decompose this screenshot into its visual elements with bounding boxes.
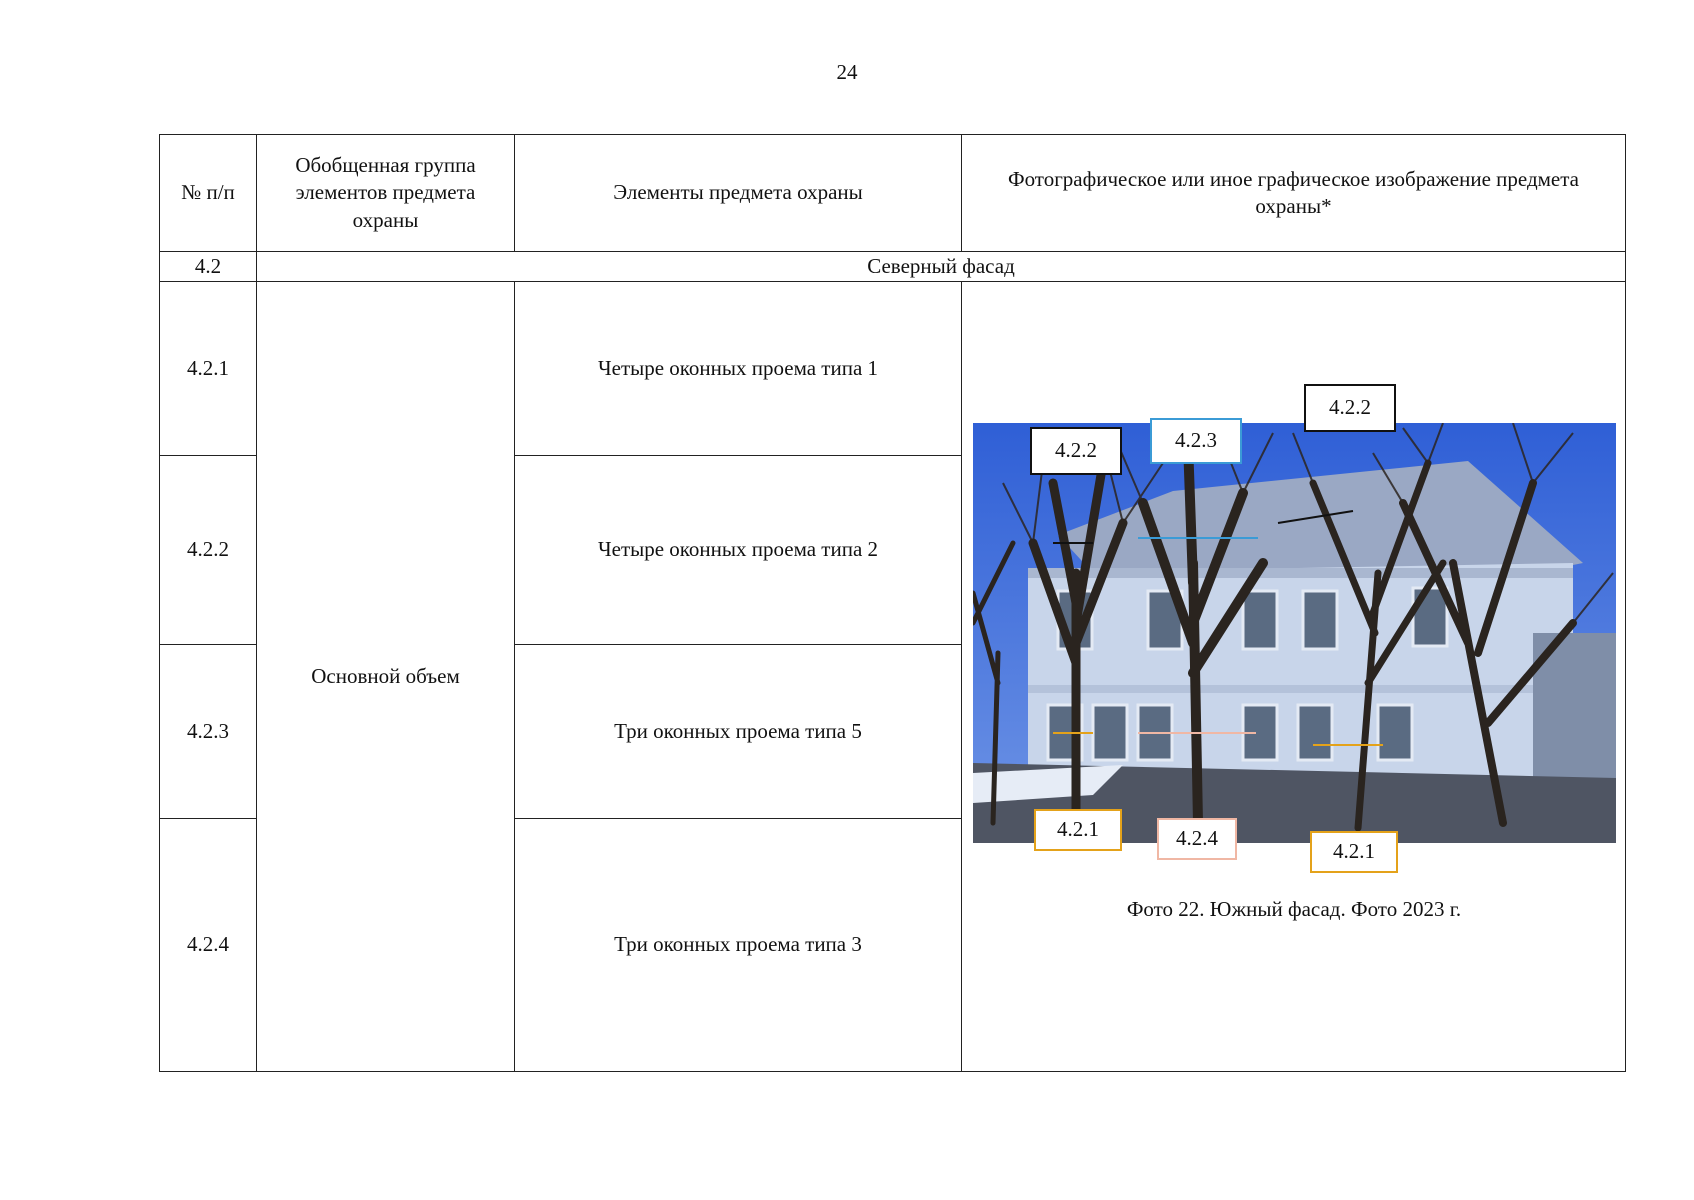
row-number: 4.2.3 xyxy=(159,643,257,819)
header-image: Фотографическое или иное графическое изо… xyxy=(961,134,1626,252)
callout-leaders xyxy=(1053,510,1383,746)
callout-4-2-2-left: 4.2.2 xyxy=(1030,427,1122,475)
callout-4-2-4: 4.2.4 xyxy=(1157,818,1237,860)
table-row: 4.2.3 Три оконных проема типа 5 xyxy=(159,643,1626,819)
floor-band xyxy=(1028,685,1573,693)
section-row: 4.2 Северный фасад xyxy=(159,251,1626,282)
row-element: Четыре оконных проема типа 2 xyxy=(514,455,962,645)
building-photo xyxy=(973,423,1616,843)
row-number: 4.2.2 xyxy=(159,455,257,645)
header-number: № п/п xyxy=(159,134,257,252)
header-elements: Элементы предмета охраны xyxy=(514,134,962,252)
group-name: Основной объем xyxy=(256,281,515,1072)
ground xyxy=(973,763,1616,843)
row-element: Три оконных проема типа 5 xyxy=(514,643,962,819)
row-number: 4.2.1 xyxy=(159,280,257,457)
header-group: Обобщенная группа элементов предмета охр… xyxy=(256,134,515,252)
row-number: 4.2.4 xyxy=(159,817,257,1073)
callout-4-2-1-right: 4.2.1 xyxy=(1310,831,1398,873)
callout-4-2-1-left: 4.2.1 xyxy=(1034,809,1122,851)
branches xyxy=(1002,423,1614,624)
photo-caption: Фото 22. Южный фасад. Фото 2023 г. xyxy=(1126,897,1462,921)
page-number: 24 xyxy=(836,60,858,84)
trees xyxy=(973,438,1577,832)
section-title: Северный фасад xyxy=(256,251,1626,282)
snow xyxy=(973,765,1123,803)
photo-cell: 4.2.2 4.2.3 4.2.2 4.2.1 4.2.4 4.2.1 Фото… xyxy=(961,281,1626,1072)
protection-subject-table: № п/п Обобщенная группа элементов предме… xyxy=(159,134,1626,1073)
callout-4-2-3: 4.2.3 xyxy=(1150,418,1242,464)
callout-4-2-2-right: 4.2.2 xyxy=(1304,384,1396,432)
cornice xyxy=(1028,568,1573,578)
table-header-row: № п/п Обобщенная группа элементов предме… xyxy=(159,134,1626,252)
section-number: 4.2 xyxy=(159,251,257,282)
table-row: 4.2.2 Четыре оконных проема типа 2 xyxy=(159,455,1626,645)
row-element: Три оконных проема типа 3 xyxy=(514,817,962,1073)
table-row: 4.2.4 Три оконных проема типа 3 xyxy=(159,817,1626,1073)
table-row: 4.2.1 Основной объем Четыре оконных прое… xyxy=(159,280,1626,1072)
row-element: Четыре оконных проема типа 1 xyxy=(514,280,962,457)
